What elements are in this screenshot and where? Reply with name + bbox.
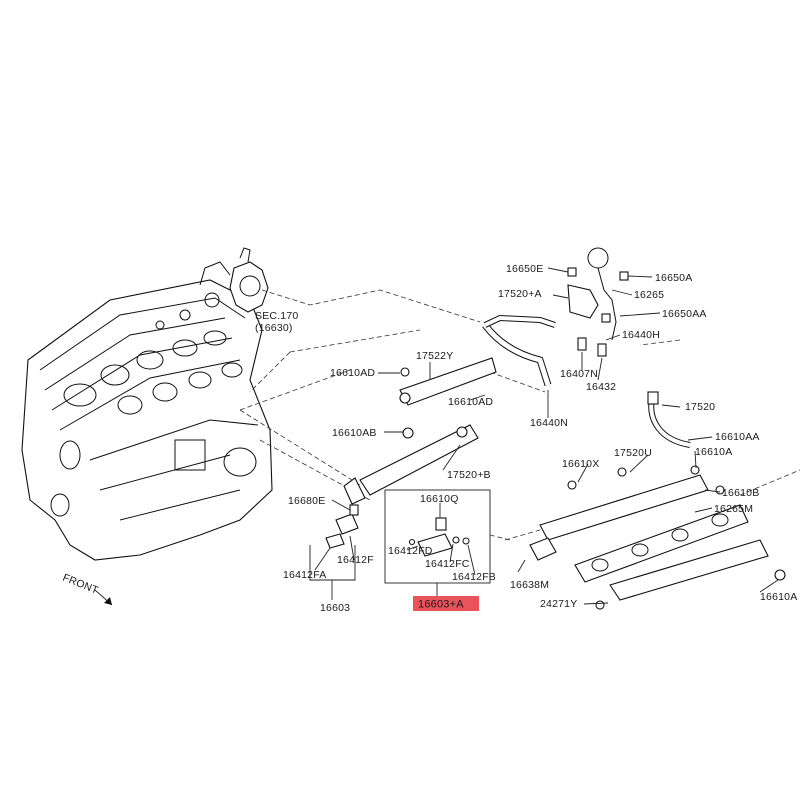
fuel-rail-drawing (343, 357, 497, 505)
label-17522Y: 17522Y (416, 350, 453, 362)
part-labels: 16650E 16650A 17520+A 16265 16650AA 1644… (61, 263, 797, 614)
label-16650A: 16650A (655, 272, 692, 284)
label-17520: 17520 (685, 401, 715, 413)
highlight-16603-a: 16603+A (413, 596, 479, 611)
label-16603: 16603 (320, 602, 350, 614)
label-16630: (16630) (255, 322, 293, 334)
label-16440H: 16440H (622, 329, 660, 341)
label-16412F: 16412F (337, 554, 374, 566)
label-16610AD-upper: 16610AD (330, 367, 375, 379)
label-16610B: 16610B (722, 487, 759, 499)
label-16650E: 16650E (506, 263, 543, 275)
reference-lines (239, 289, 800, 541)
label-16610AD-lower: 16610AD (448, 396, 493, 408)
left-injector-drawing (309, 504, 359, 600)
label-16638M: 16638M (510, 579, 549, 591)
label-16412FB: 16412FB (452, 571, 496, 583)
label-16603-a: 16603+A (418, 599, 464, 611)
label-16412FA: 16412FA (283, 569, 326, 581)
label-24271Y: 24271Y (540, 598, 577, 610)
label-16610A-edge: 16610A (760, 591, 797, 603)
front-arrow-icon (94, 589, 113, 606)
label-16407N: 16407N (560, 368, 598, 380)
label-16412FD: 16412FD (388, 545, 433, 557)
label-16432: 16432 (586, 381, 616, 393)
label-16610A: 16610A (695, 446, 732, 458)
label-16610X: 16610X (562, 458, 599, 470)
label-16610Q: 16610Q (420, 493, 459, 505)
right-rail-drawing (529, 391, 786, 610)
label-17520-A: 17520+A (498, 288, 542, 300)
engine-block-drawing (21, 261, 273, 561)
fuel-pump-drawing (229, 247, 269, 313)
label-16610AA: 16610AA (715, 431, 760, 443)
label-16680E: 16680E (288, 495, 325, 507)
label-17520-B: 17520+B (447, 469, 491, 481)
highlight-box (413, 596, 479, 611)
label-16440N: 16440N (530, 417, 568, 429)
label-front: FRONT (61, 572, 100, 597)
label-16610AB: 16610AB (332, 427, 377, 439)
label-16265M: 16265M (714, 503, 753, 515)
label-sec-170: SEC.170 (255, 310, 298, 322)
label-16412FC: 16412FC (425, 558, 470, 570)
label-16265: 16265 (634, 289, 664, 301)
label-17520U: 17520U (614, 447, 652, 459)
label-16650AA: 16650AA (662, 308, 707, 320)
injector-inset-box (384, 489, 491, 584)
leader-lines (314, 267, 779, 605)
